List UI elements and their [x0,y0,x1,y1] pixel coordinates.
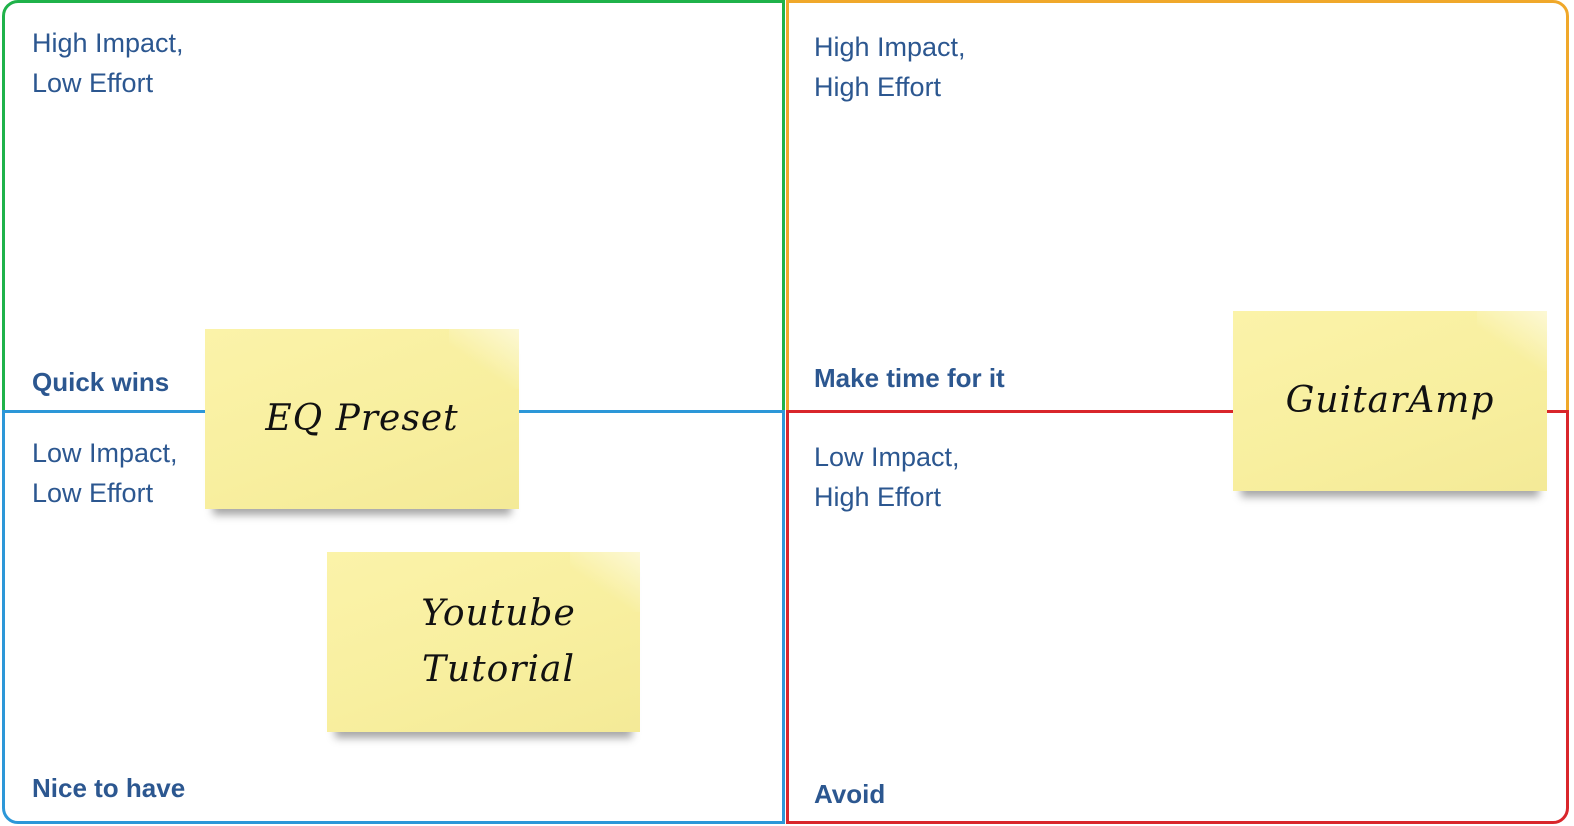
quadrant-title: High Impact, High Effort [814,27,966,107]
quadrant-title-line2: High Effort [814,72,942,102]
quadrant-title: High Impact, Low Effort [32,23,184,103]
sticky-note-text: Youtube Tutorial [421,586,576,698]
sticky-note-line2: Tutorial [421,649,576,690]
quadrant-title-line2: Low Effort [32,478,154,508]
sticky-note-line1: Youtube [421,593,576,634]
quadrant-title: Low Impact, Low Effort [32,433,178,513]
quadrant-title-line1: High Impact, [814,32,966,62]
sticky-note-text: EQ Preset [265,391,458,447]
sticky-note-text: GuitarAmp [1286,373,1495,429]
quadrant-footer-nice-to-have: Nice to have [32,773,186,803]
quadrant-title: Low Impact, High Effort [814,437,960,517]
sticky-note-line1: GuitarAmp [1285,380,1495,421]
quadrant-footer-quick-wins: Quick wins [32,367,170,397]
quadrant-title-line2: High Effort [814,482,942,512]
quadrant-title-line1: Low Impact, [814,442,960,472]
sticky-note-youtube-tutorial[interactable]: Youtube Tutorial [327,552,640,732]
quadrant-footer-make-time: Make time for it [814,363,1005,393]
quadrant-title-line1: High Impact, [32,28,184,58]
quadrant-title-line2: Low Effort [32,68,154,98]
quadrant-footer-avoid: Avoid [814,779,886,809]
sticky-note-line1: EQ Preset [265,398,459,439]
sticky-note-eq-preset[interactable]: EQ Preset [205,329,519,509]
sticky-note-guitar-amp[interactable]: GuitarAmp [1233,311,1547,491]
quadrant-title-line1: Low Impact, [32,438,178,468]
